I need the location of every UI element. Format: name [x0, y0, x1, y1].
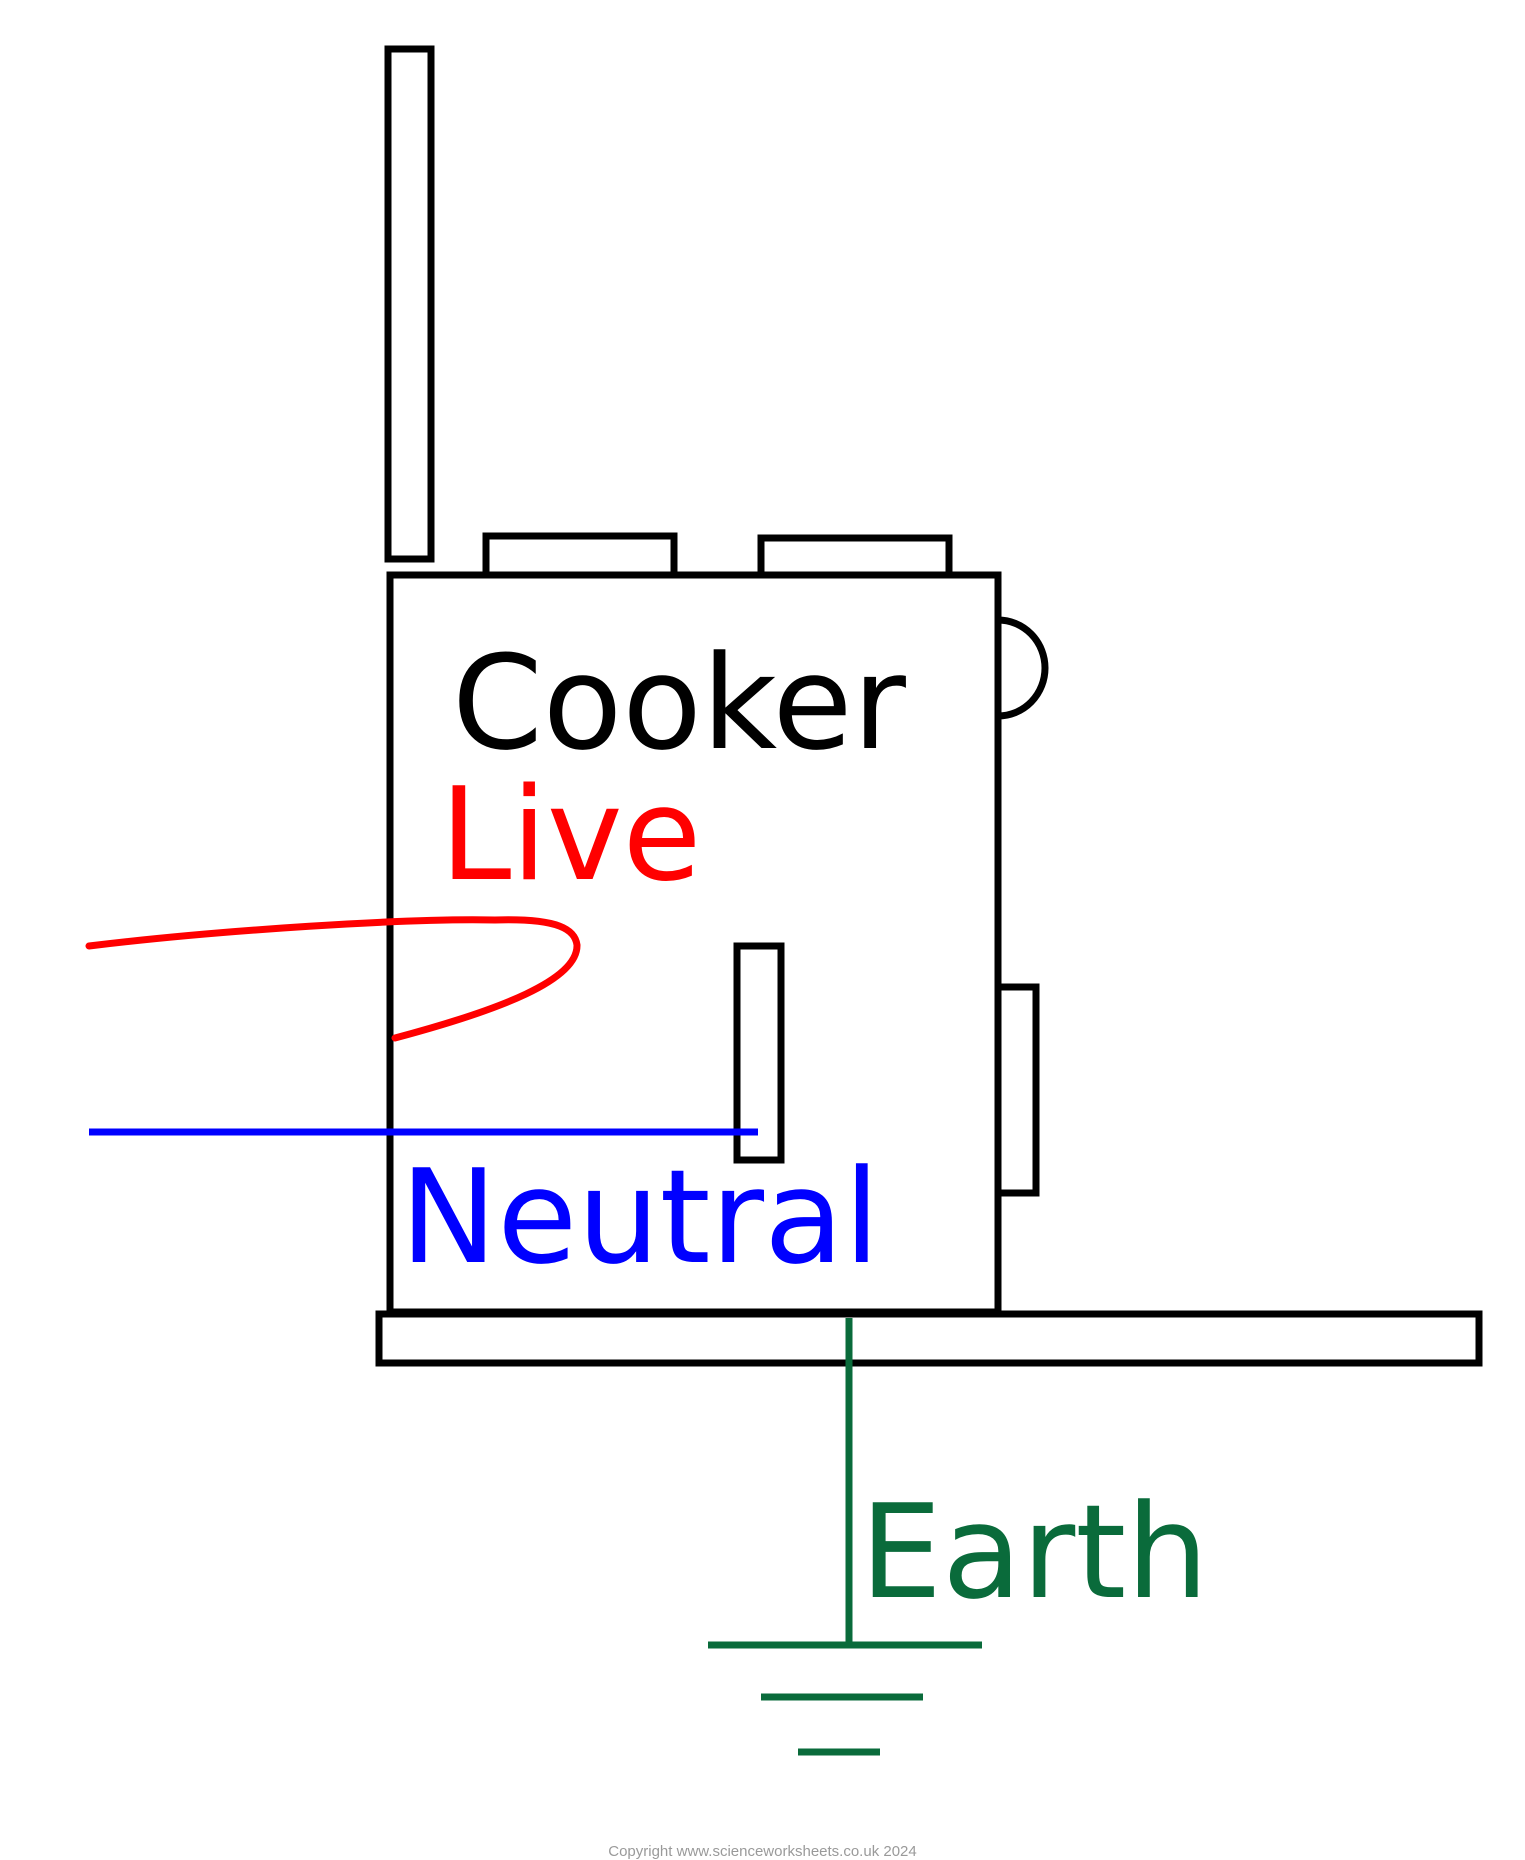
cooker-label: Cooker — [452, 627, 906, 779]
earth-label: Earth — [860, 1476, 1209, 1628]
flue-pipe — [384, 45, 435, 563]
live-wire — [85, 916, 581, 1042]
base-plate — [375, 1310, 1483, 1367]
top-handle-right — [757, 534, 953, 580]
neutral-label: Neutral — [400, 1141, 880, 1293]
top-handle-left — [482, 532, 678, 580]
door-handle — [733, 942, 785, 1164]
side-hinge — [994, 983, 1040, 1197]
cooker-body — [386, 571, 1002, 1316]
live-label: Live — [440, 761, 701, 910]
side-knob — [997, 616, 1049, 720]
copyright-text: Copyright www.scienceworksheets.co.uk 20… — [608, 1843, 917, 1860]
